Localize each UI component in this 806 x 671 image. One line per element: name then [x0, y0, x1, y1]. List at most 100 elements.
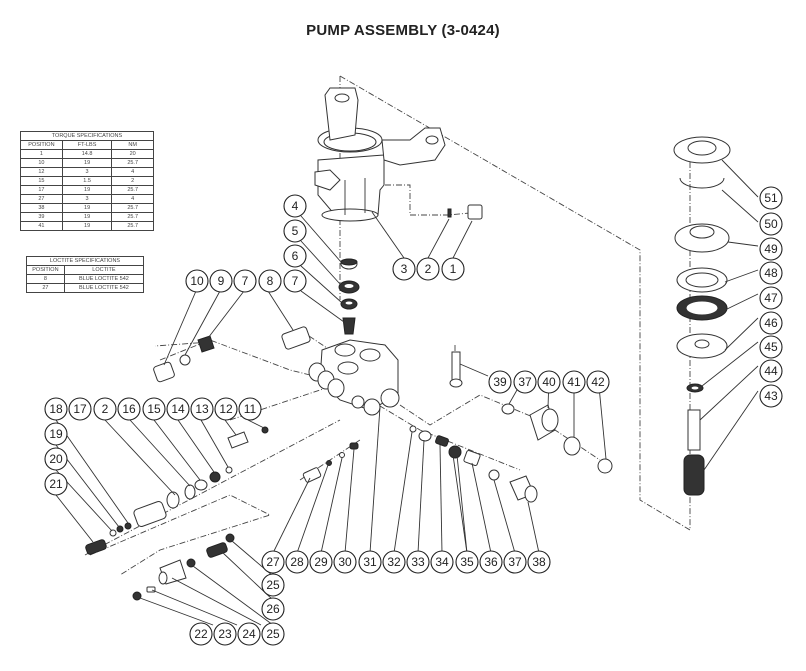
callout-circle [283, 244, 307, 268]
callout-number: 36 [484, 555, 498, 569]
callout-circle [503, 550, 527, 574]
callout-circle [488, 370, 512, 394]
callout-16: 16 [117, 397, 141, 421]
callout-number: 24 [242, 627, 256, 641]
callout-circle [759, 186, 783, 210]
callout-number: 30 [338, 555, 352, 569]
callout-circle [759, 286, 783, 310]
callout-circle [392, 257, 416, 281]
callout-number: 43 [764, 389, 778, 403]
callout-circle [285, 550, 309, 574]
callout-circle [44, 472, 68, 496]
callout-49: 49 [759, 237, 783, 261]
inlet-parts [302, 442, 359, 483]
callout-number: 17 [73, 402, 87, 416]
callout-15: 15 [142, 397, 166, 421]
callout-circle [430, 550, 454, 574]
callout-circle [562, 370, 586, 394]
callout-circle [190, 397, 214, 421]
callout-29: 29 [309, 550, 333, 574]
dash-line-outlet-40 [399, 394, 601, 461]
callout-3: 3 [392, 257, 416, 281]
callout-11: 11 [238, 397, 262, 421]
callout-number: 37 [508, 555, 522, 569]
callout-number: 42 [591, 375, 605, 389]
callout-number: 47 [764, 291, 778, 305]
callout-circle [406, 550, 430, 574]
unloader-parts [85, 426, 269, 555]
callout-number: 2 [102, 402, 109, 416]
callout-circle [416, 257, 440, 281]
callout-24: 24 [237, 622, 261, 646]
callout-number: 13 [195, 402, 209, 416]
callout-circle [261, 573, 285, 597]
callout-circle [759, 335, 783, 359]
callout-circle [586, 370, 610, 394]
callout-9: 9 [209, 269, 233, 293]
callout-43: 43 [759, 384, 783, 408]
dash-line-outlet-axis [369, 399, 521, 471]
callout-markers: 1 2 3 4 5 6 7 8 7 9 10 11 12 13 14 15 16… [44, 186, 783, 646]
callout-45: 45 [759, 335, 783, 359]
callout-4: 4 [283, 194, 307, 218]
callout-circle [93, 397, 117, 421]
callout-circle [382, 550, 406, 574]
callout-circle [759, 359, 783, 383]
callout-circle [759, 212, 783, 236]
callout-number: 44 [764, 364, 778, 378]
callout-circle [117, 397, 141, 421]
torque-specifications-table: TORQUE SPECIFICATIONS POSITION FT-LBS NM… [20, 131, 154, 231]
callout-circle [261, 597, 285, 621]
callout-number: 15 [147, 402, 161, 416]
callout-circle [44, 447, 68, 471]
callout-circle [233, 269, 257, 293]
callout-circle [309, 550, 333, 574]
callout-23: 23 [213, 622, 237, 646]
callout-26: 26 [261, 597, 285, 621]
dash-line-unloader-axis [84, 419, 341, 556]
callout-number: 32 [387, 555, 401, 569]
callout-number: 21 [49, 477, 63, 491]
callout-36: 36 [479, 550, 503, 574]
callout-number: 1 [450, 262, 457, 276]
callout-number: 7 [242, 274, 249, 288]
callout-number: 34 [435, 555, 449, 569]
callout-21: 21 [44, 472, 68, 496]
callout-2b: 2 [93, 397, 117, 421]
callout-20: 20 [44, 447, 68, 471]
callout-number: 31 [363, 555, 377, 569]
dash-line-port-8 [299, 329, 331, 351]
callout-50: 50 [759, 212, 783, 236]
drain-plug-part [447, 204, 483, 220]
outlet-parts [409, 425, 538, 503]
page-title: PUMP ASSEMBLY (3-0424) [306, 22, 500, 39]
left-port-parts [153, 326, 311, 383]
callout-number: 51 [764, 191, 778, 205]
callout-number: 49 [764, 242, 778, 256]
dash-line-port-11 [229, 384, 336, 421]
callout-circle [213, 622, 237, 646]
bypass-parts [132, 533, 235, 601]
callout-number: 23 [218, 627, 232, 641]
callout-37b: 37 [513, 370, 537, 394]
callout-circle [283, 194, 307, 218]
dash-line-unloader-bypass [89, 494, 272, 576]
callout-48: 48 [759, 261, 783, 285]
callout-number: 4 [292, 199, 299, 213]
callout-32: 32 [382, 550, 406, 574]
callout-number: 27 [266, 555, 280, 569]
callout-number: 5 [292, 224, 299, 238]
callout-circle [189, 622, 213, 646]
callout-number: 35 [460, 555, 474, 569]
cell-loctite: BLUE LOCTITE 542 [63, 283, 145, 293]
callout-44: 44 [759, 359, 783, 383]
callout-1: 1 [441, 257, 465, 281]
callout-47: 47 [759, 286, 783, 310]
callout-number: 33 [411, 555, 425, 569]
callout-12: 12 [214, 397, 238, 421]
callout-25: 25 [261, 573, 285, 597]
callout-circle [166, 397, 190, 421]
dash-line-left-port [159, 339, 311, 376]
callout-circle [214, 397, 238, 421]
callout-circle [759, 237, 783, 261]
